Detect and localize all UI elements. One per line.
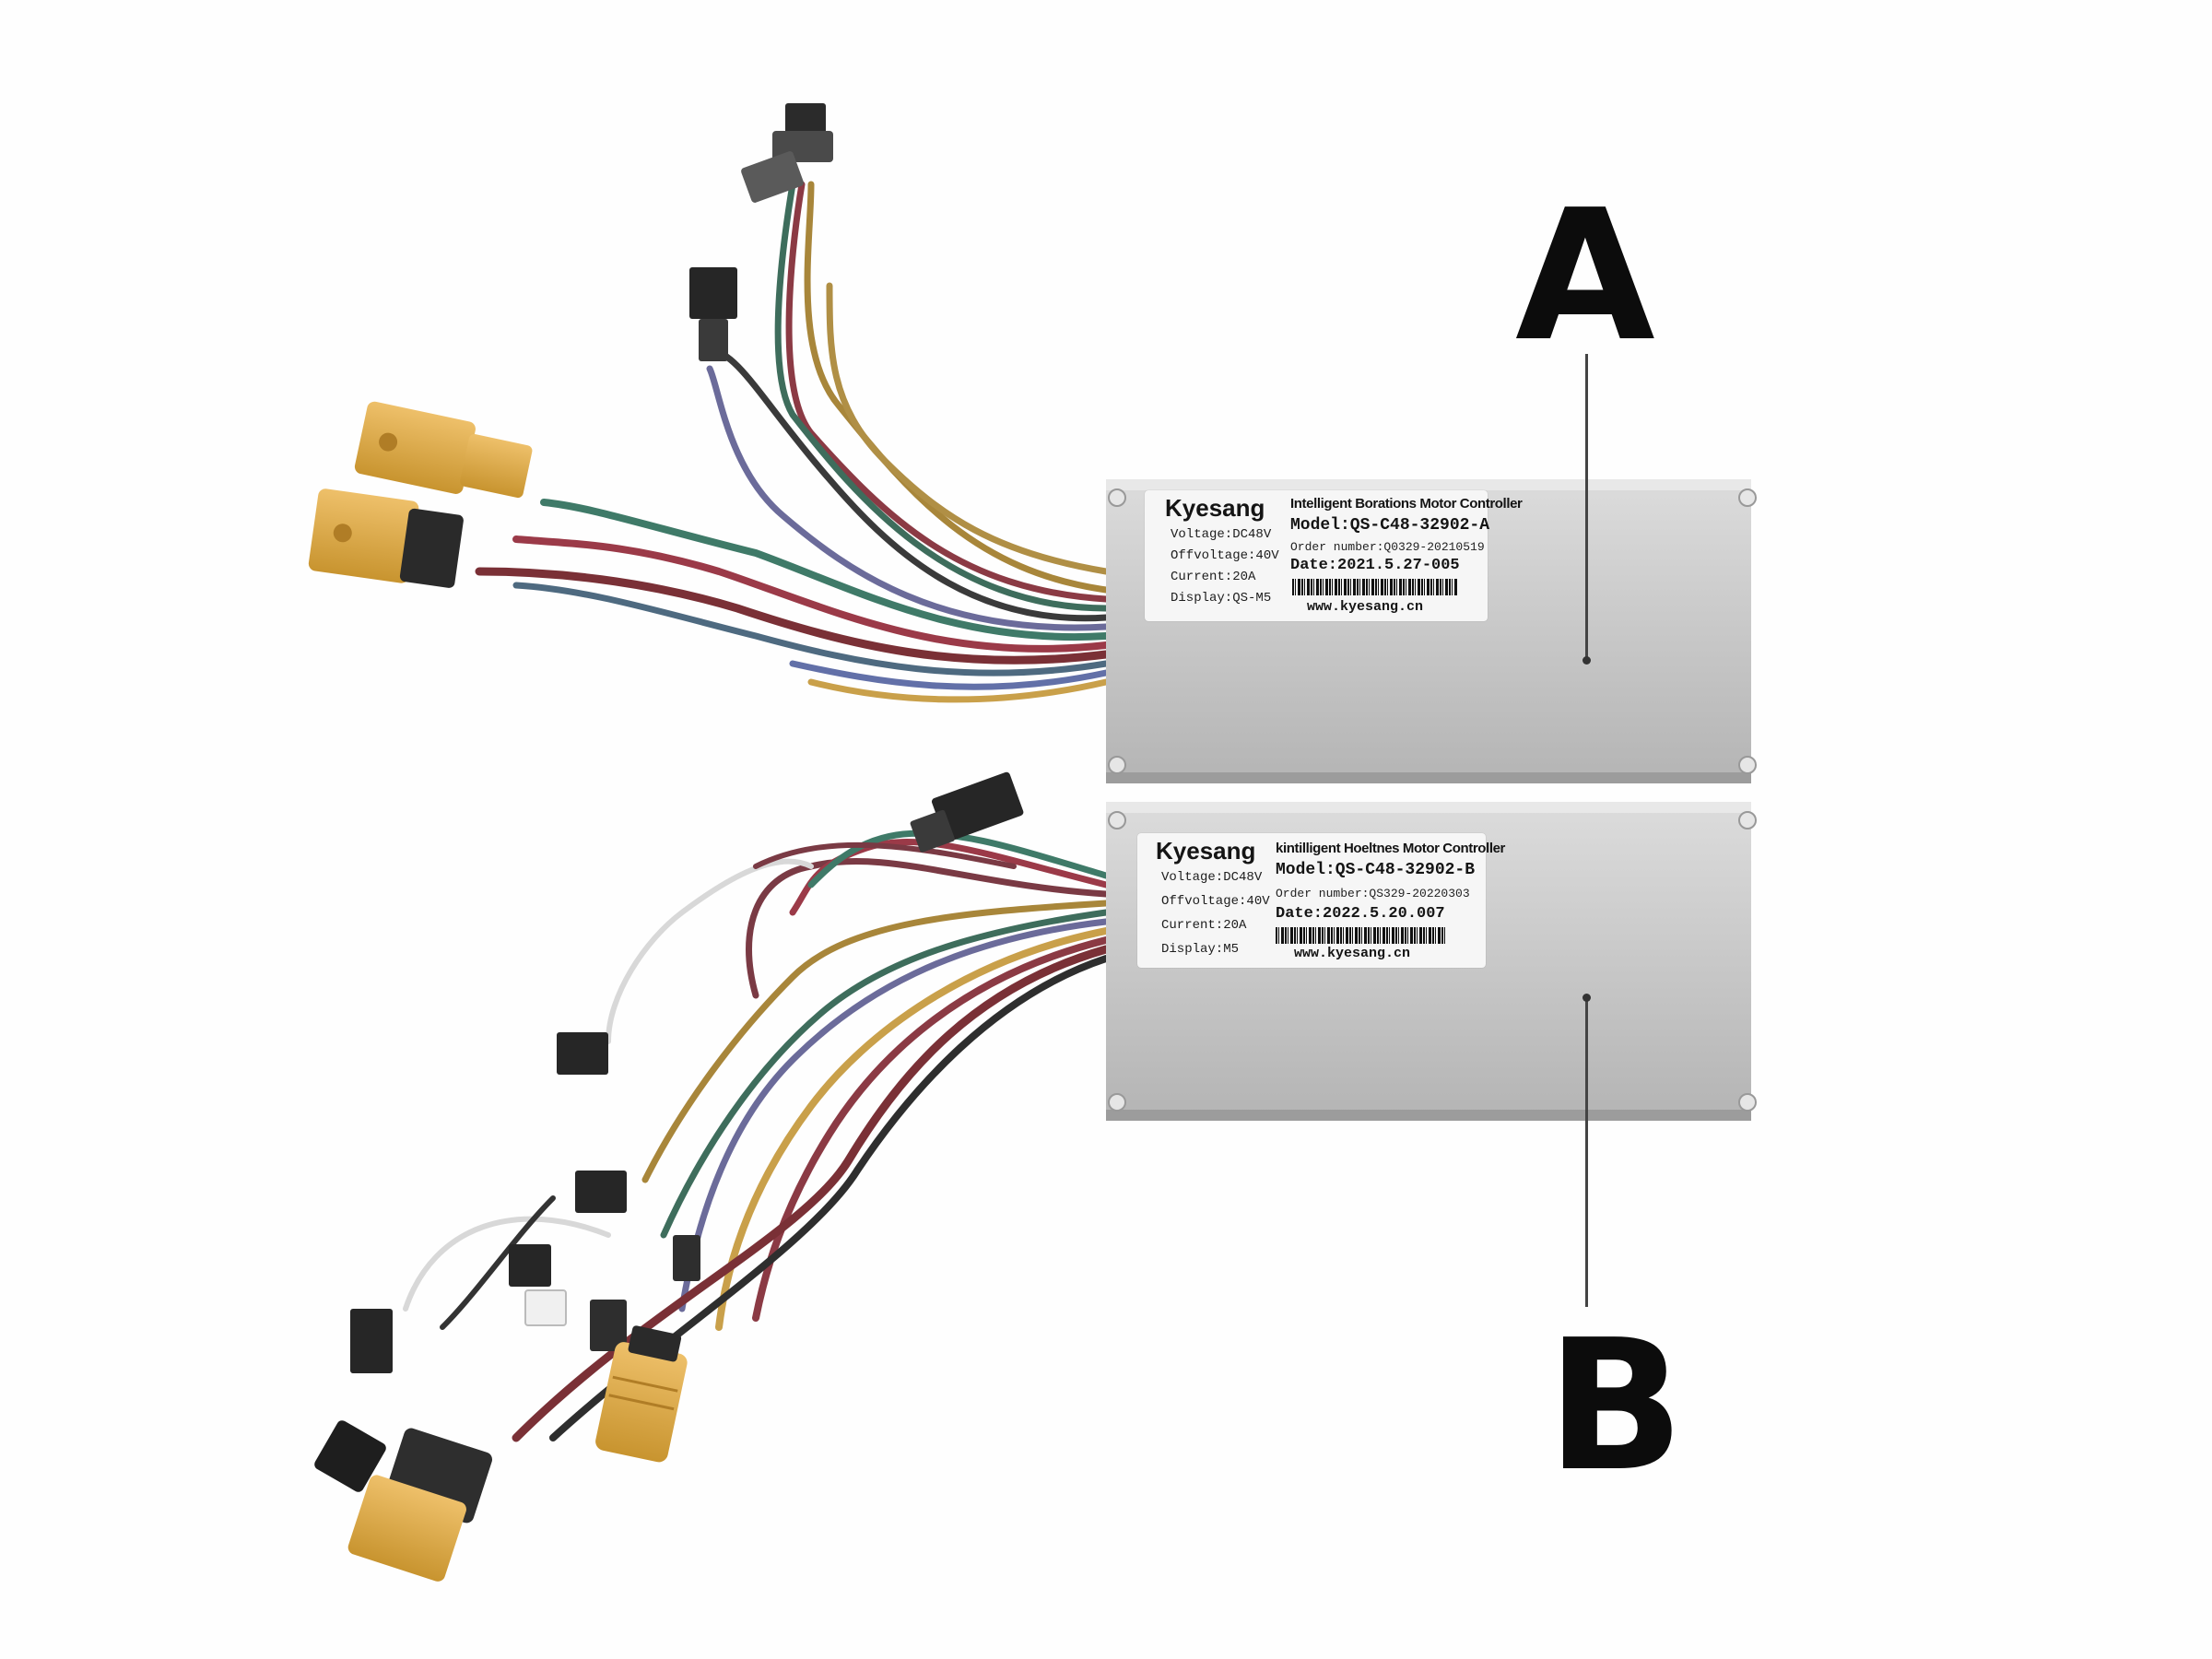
controller-b-order-number: Order number:QS329-20220303	[1276, 887, 1470, 900]
controller-a-model: Model:QS-C48-32902-A	[1290, 516, 1490, 535]
controller-b-headline: kintilligent Hoeltnes Motor Controller	[1276, 841, 1505, 856]
controller-b-label: Kyesang Voltage:DC48V Offvoltage:40V Cur…	[1137, 833, 1505, 968]
controller-a-label: Kyesang Voltage:DC48V Offvoltage:40V Cur…	[1145, 490, 1523, 621]
leader-dot-b	[1583, 994, 1591, 1002]
controller-b-power-connectors	[314, 1325, 688, 1582]
controller-a-signal-connectors	[689, 103, 833, 361]
marker-a: A	[1515, 171, 1655, 382]
controller-b-brand: Kyesang	[1156, 837, 1256, 865]
leader-line-a	[1585, 354, 1588, 662]
controller-b-display: Display:M5	[1161, 942, 1240, 957]
controller-b-signal-connectors	[350, 771, 1024, 1373]
controller-a-date: Date:2021.5.27-005	[1290, 557, 1460, 574]
controller-a-order-number: Order number:Q0329-20210519	[1290, 540, 1485, 554]
controller-b-barcode	[1276, 927, 1447, 944]
controller-a-voltage: Voltage:DC48V	[1171, 527, 1272, 542]
controller-a-brand: Kyesang	[1165, 494, 1265, 522]
controller-a-website: www.kyesang.cn	[1307, 599, 1424, 615]
controller-b-website: www.kyesang.cn	[1294, 946, 1411, 961]
marker-b: B	[1547, 1301, 1685, 1512]
controller-a-display: Display:QS-M5	[1171, 591, 1272, 606]
controller-b-voltage: Voltage:DC48V	[1161, 870, 1263, 885]
controller-b-wires	[403, 830, 1111, 1442]
controller-b-model: Model:QS-C48-32902-B	[1276, 861, 1476, 879]
controller-a-current: Current:20A	[1171, 570, 1256, 584]
controller-a-wires	[475, 181, 1111, 703]
controller-b-offvoltage: Offvoltage:40V	[1161, 894, 1270, 909]
leader-line-b	[1585, 999, 1588, 1307]
controller-b-date: Date:2022.5.20.007	[1276, 905, 1445, 923]
controller-a-barcode	[1292, 579, 1458, 595]
controller-a-power-connectors	[308, 401, 533, 588]
leader-dot-a	[1583, 656, 1591, 665]
controller-b-current: Current:20A	[1161, 918, 1247, 933]
controller-a-headline: Intelligent Borations Motor Controller	[1290, 496, 1523, 512]
controller-a-offvoltage: Offvoltage:40V	[1171, 548, 1279, 563]
